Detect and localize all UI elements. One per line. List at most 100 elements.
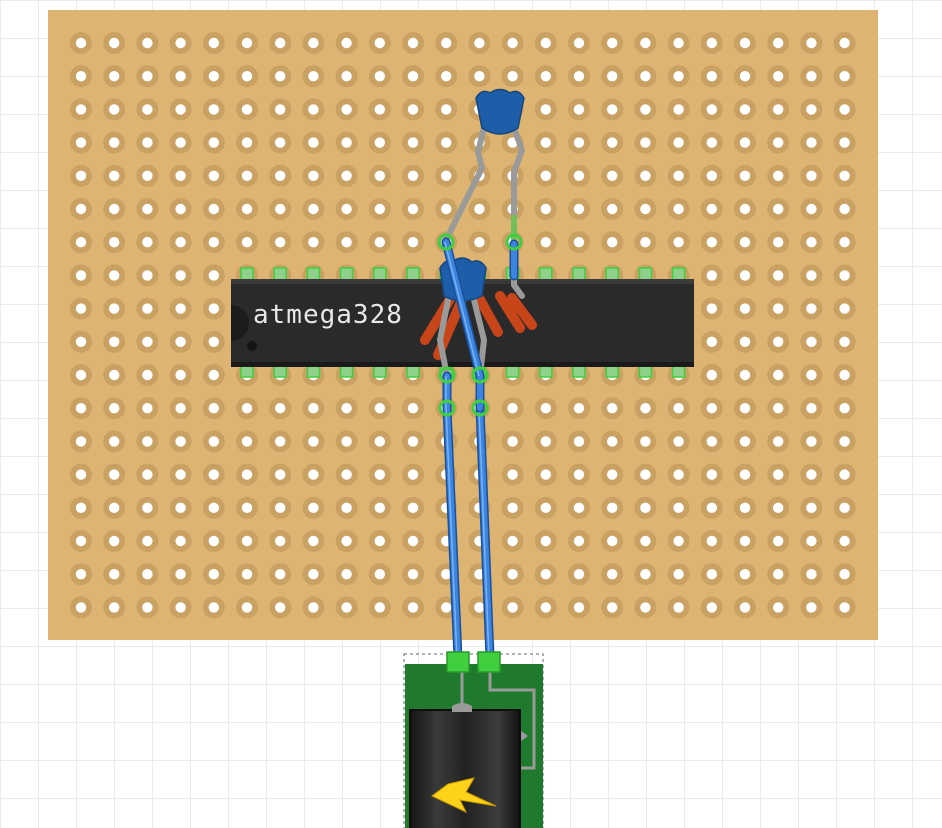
- perfboard-hole: [103, 430, 126, 453]
- perfboard-hole: [667, 32, 690, 54]
- perfboard-hole: [601, 563, 624, 586]
- perfboard-hole: [501, 397, 524, 420]
- perfboard-hole: [269, 65, 292, 88]
- perfboard-hole: [734, 530, 756, 552]
- perfboard-hole: [435, 32, 458, 54]
- perfboard-hole: [103, 65, 126, 88]
- perfboard-hole: [568, 198, 590, 220]
- perfboard-hole: [269, 198, 292, 220]
- perfboard-hole: [136, 231, 159, 254]
- perfboard-hole: [169, 463, 192, 486]
- perfboard-hole: [202, 264, 225, 287]
- perfboard-holes: [70, 32, 856, 619]
- perfboard-hole: [734, 496, 756, 519]
- perfboard-hole: [601, 198, 624, 220]
- perfboard-hole: [269, 463, 292, 486]
- perfboard-hole: [601, 164, 624, 187]
- perfboard-hole: [767, 596, 790, 619]
- perfboard-hole: [269, 563, 292, 586]
- perfboard-hole: [169, 164, 192, 187]
- perfboard-hole: [70, 98, 92, 121]
- perfboard-hole: [169, 131, 192, 154]
- perfboard-hole: [568, 397, 590, 420]
- perfboard-hole: [501, 32, 524, 54]
- perfboard-hole: [767, 397, 790, 420]
- perfboard-hole: [136, 65, 159, 88]
- perfboard-hole: [568, 131, 590, 154]
- perfboard-hole: [833, 563, 856, 586]
- perfboard-hole: [335, 164, 358, 187]
- perfboard-hole: [833, 596, 856, 619]
- perfboard-hole: [335, 530, 358, 552]
- perfboard-hole: [435, 131, 458, 154]
- perfboard-hole: [734, 264, 756, 287]
- terminal-left[interactable]: [446, 651, 470, 673]
- perfboard-hole: [136, 98, 159, 121]
- perfboard-hole: [634, 430, 657, 453]
- chip-notch: [231, 305, 249, 341]
- wire-right[interactable]: [475, 403, 495, 663]
- perfboard-hole: [368, 596, 391, 619]
- terminal-right[interactable]: [477, 651, 501, 673]
- perfboard-hole: [700, 530, 723, 552]
- perfboard-hole: [302, 164, 325, 187]
- perfboard-hole: [202, 530, 225, 552]
- perfboard-hole: [202, 231, 225, 254]
- perfboard-hole: [833, 198, 856, 220]
- perfboard-hole: [103, 198, 126, 220]
- perfboard-hole: [634, 563, 657, 586]
- perfboard-hole: [667, 463, 690, 486]
- perfboard-hole: [800, 231, 823, 254]
- perfboard-hole: [734, 98, 756, 121]
- wire-left[interactable]: [442, 371, 463, 663]
- perfboard-hole: [700, 98, 723, 121]
- perfboard-hole: [534, 231, 557, 254]
- perfboard-hole: [634, 530, 657, 552]
- perfboard-hole: [833, 330, 856, 353]
- perfboard-hole: [169, 530, 192, 552]
- perfboard-hole: [236, 430, 258, 453]
- perfboard-hole: [534, 563, 557, 586]
- perfboard-hole: [368, 430, 391, 453]
- perfboard-hole: [700, 32, 723, 54]
- perfboard-hole: [700, 364, 723, 386]
- perfboard-hole: [335, 563, 358, 586]
- chip-label: atmega328: [253, 300, 403, 330]
- perfboard-hole: [435, 198, 458, 220]
- atmega328-chip[interactable]: atmega328: [231, 267, 694, 378]
- perfboard-hole: [169, 98, 192, 121]
- perfboard-hole: [700, 330, 723, 353]
- perfboard-hole: [70, 264, 92, 287]
- perfboard-hole: [236, 496, 258, 519]
- perfboard-hole: [103, 164, 126, 187]
- perfboard-hole: [800, 530, 823, 552]
- perfboard-hole: [368, 496, 391, 519]
- perfboard-hole: [568, 530, 590, 552]
- perfboard-hole: [601, 530, 624, 552]
- perfboard-hole: [634, 164, 657, 187]
- perfboard-hole: [568, 32, 590, 54]
- perfboard-hole: [335, 198, 358, 220]
- perfboard-hole: [767, 496, 790, 519]
- perfboard-hole: [269, 596, 292, 619]
- perfboard-hole: [236, 530, 258, 552]
- perfboard-hole: [136, 364, 159, 386]
- perfboard-hole: [169, 397, 192, 420]
- top-capacitor[interactable]: [443, 88, 526, 243]
- perfboard-hole: [767, 297, 790, 320]
- perfboard-hole: [269, 164, 292, 187]
- pin1-marker: [247, 341, 257, 351]
- perfboard-hole: [800, 297, 823, 320]
- perfboard-hole: [70, 297, 92, 320]
- perfboard-hole: [236, 198, 258, 220]
- battery-power-module[interactable]: [403, 651, 544, 828]
- perfboard-hole: [700, 463, 723, 486]
- perfboard-hole: [136, 164, 159, 187]
- perfboard-hole: [734, 131, 756, 154]
- perfboard-hole: [800, 131, 823, 154]
- perfboard-hole: [667, 131, 690, 154]
- wire-diagonal[interactable]: [441, 237, 485, 413]
- perfboard-hole: [136, 297, 159, 320]
- perfboard-hole: [136, 463, 159, 486]
